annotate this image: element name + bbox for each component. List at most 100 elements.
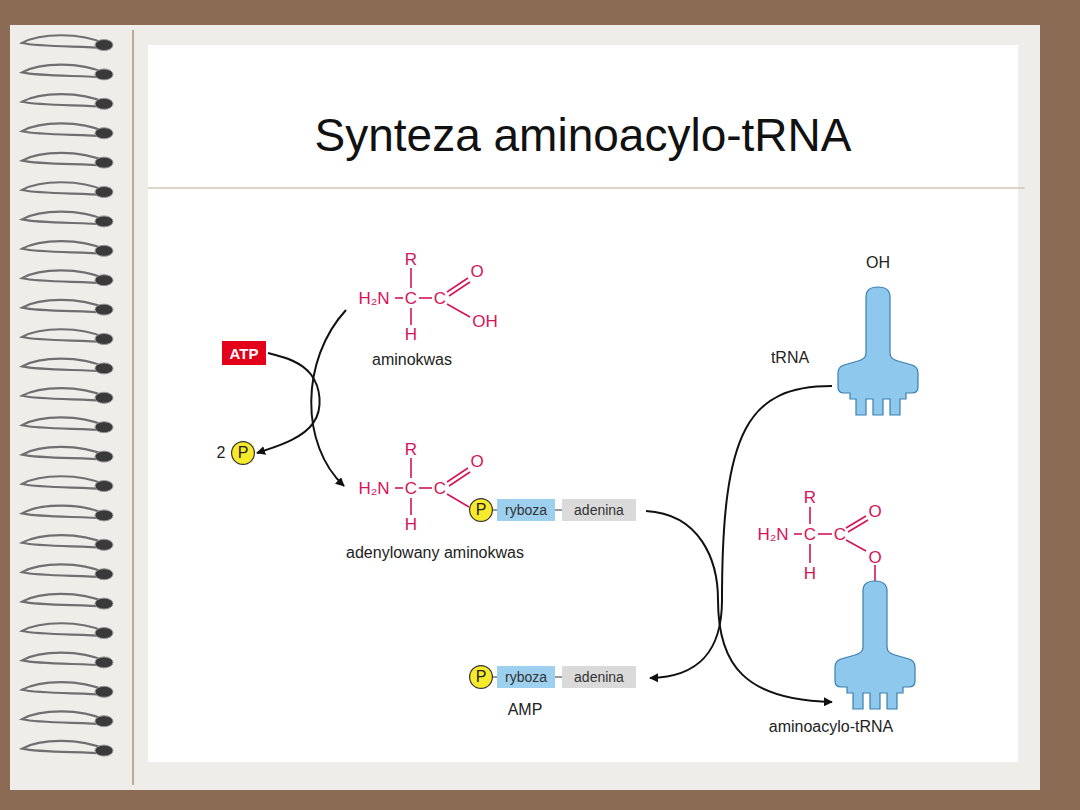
binding-hole bbox=[95, 392, 113, 403]
caption-label: tRNA bbox=[771, 350, 809, 366]
chemical-symbol: R bbox=[405, 251, 417, 268]
binding-hole bbox=[95, 422, 113, 433]
binding-hole bbox=[95, 275, 113, 286]
molecule-box: ryboza bbox=[497, 666, 555, 688]
binding-hole bbox=[95, 510, 113, 521]
page-area bbox=[148, 45, 1018, 762]
binding-ring bbox=[22, 123, 106, 136]
node-label: ATP bbox=[230, 345, 259, 362]
molecule-box: adenina bbox=[562, 499, 636, 521]
caption-label: aminoacylo-tRNA bbox=[769, 719, 893, 735]
margin-line bbox=[132, 30, 134, 785]
binding-hole bbox=[95, 128, 113, 139]
slide-panel bbox=[10, 25, 1040, 790]
binding-ring bbox=[22, 564, 106, 577]
binding-ring bbox=[22, 241, 106, 254]
reaction-arrows bbox=[311, 310, 832, 702]
binding-hole bbox=[95, 334, 113, 345]
binding-ring bbox=[22, 300, 106, 313]
chemical-symbol: C bbox=[434, 480, 446, 497]
node-label: P bbox=[476, 668, 487, 686]
binding-hole bbox=[95, 451, 113, 462]
spiral-binding bbox=[22, 35, 113, 756]
node-label: P bbox=[476, 501, 487, 519]
binding-hole bbox=[95, 686, 113, 697]
chemical-symbol: C bbox=[405, 290, 417, 307]
chemical-symbol: C bbox=[804, 526, 816, 543]
binding-ring bbox=[22, 35, 106, 48]
chemical-symbol: O bbox=[868, 503, 881, 520]
binding-ring bbox=[22, 682, 106, 695]
binding-hole bbox=[95, 745, 113, 756]
node-label: ryboza bbox=[505, 669, 547, 685]
molecule-box: ATP bbox=[222, 341, 266, 365]
molecule-box: adenina bbox=[562, 666, 636, 688]
binding-hole bbox=[95, 716, 113, 727]
binding-ring bbox=[22, 535, 106, 548]
binding-hole bbox=[95, 157, 113, 168]
reaction-arrow bbox=[257, 353, 320, 453]
trna-molecule bbox=[835, 287, 918, 709]
binding-ring bbox=[22, 359, 106, 372]
binding-hole bbox=[95, 69, 113, 80]
chemical-symbol: H bbox=[405, 326, 417, 343]
binding-ring bbox=[22, 653, 106, 666]
node-label: adenina bbox=[574, 502, 624, 518]
binding-hole bbox=[95, 304, 113, 315]
binding-hole bbox=[95, 187, 113, 198]
binding-ring bbox=[22, 182, 106, 195]
binding-hole bbox=[95, 363, 113, 374]
caption-label: AMP bbox=[508, 702, 543, 718]
phosphate-circle: P bbox=[231, 441, 255, 465]
binding-hole bbox=[95, 216, 113, 227]
chemical-symbol: H bbox=[804, 565, 816, 582]
chemical-symbol: R bbox=[405, 441, 417, 458]
chemical-symbol: O bbox=[470, 453, 483, 470]
binding-hole bbox=[95, 628, 113, 639]
binding-hole bbox=[95, 539, 113, 550]
chemical-symbol: O bbox=[470, 263, 483, 280]
chemical-symbol: H₂N bbox=[757, 526, 788, 543]
slide-title: Synteza aminoacylo-tRNA bbox=[148, 108, 1018, 162]
chemical-symbol: O bbox=[868, 549, 881, 566]
chemical-symbol: C bbox=[405, 480, 417, 497]
binding-ring bbox=[22, 153, 106, 166]
caption-label: 2 bbox=[217, 445, 226, 461]
node-label: P bbox=[238, 444, 249, 462]
node-label: adenina bbox=[574, 669, 624, 685]
chemical-symbol: H₂N bbox=[358, 290, 389, 307]
chemical-symbol: H₂N bbox=[358, 480, 389, 497]
phosphate-circle: P bbox=[469, 498, 493, 522]
chemical-symbol: C bbox=[434, 290, 446, 307]
bond-line bbox=[555, 676, 562, 678]
chemical-bonds bbox=[395, 268, 875, 581]
binding-ring bbox=[22, 417, 106, 430]
binding-hole bbox=[95, 569, 113, 580]
binding-hole bbox=[95, 598, 113, 609]
chemical-symbol: R bbox=[804, 489, 816, 506]
binding-ring bbox=[22, 506, 106, 519]
binding-hole bbox=[95, 481, 113, 492]
binding-ring bbox=[22, 94, 106, 107]
binding-ring bbox=[22, 329, 106, 342]
binding-ring bbox=[22, 594, 106, 607]
binding-hole bbox=[95, 98, 113, 109]
binding-ring bbox=[22, 623, 106, 636]
binding-hole bbox=[95, 40, 113, 51]
binding-ring bbox=[22, 711, 106, 724]
binding-ring bbox=[22, 65, 106, 78]
binding-ring bbox=[22, 212, 106, 225]
binding-ring bbox=[22, 388, 106, 401]
caption-label: aminokwas bbox=[372, 352, 452, 368]
binding-ring bbox=[22, 447, 106, 460]
binding-ring bbox=[22, 476, 106, 489]
chemical-symbol: C bbox=[834, 526, 846, 543]
caption-label: OH bbox=[866, 255, 890, 271]
bond-line bbox=[555, 509, 562, 511]
chemical-symbol: OH bbox=[472, 313, 498, 330]
node-label: ryboza bbox=[505, 502, 547, 518]
chemical-symbol: H bbox=[405, 516, 417, 533]
binding-ring bbox=[22, 270, 106, 283]
molecule-box: ryboza bbox=[497, 499, 555, 521]
caption-label: adenylowany aminokwas bbox=[346, 545, 524, 561]
